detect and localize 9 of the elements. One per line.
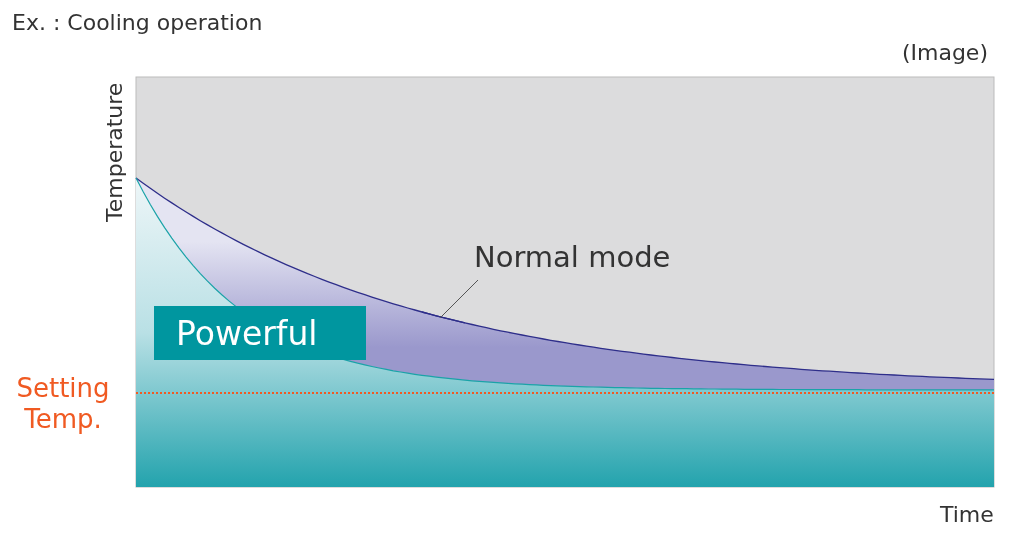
axis-title: Temperature: [102, 82, 128, 222]
reference-label: Setting Temp.: [15, 373, 111, 436]
curve-segment: [421, 311, 466, 324]
mode-label-box: Powerful: [154, 306, 366, 360]
diagram-heading: Ex. : Cooling operation: [12, 10, 263, 37]
axis-title: Time: [940, 502, 994, 529]
leader-line: [439, 279, 479, 319]
note-text: (Image): [900, 40, 988, 67]
curve-label: Normal mode: [474, 240, 671, 275]
